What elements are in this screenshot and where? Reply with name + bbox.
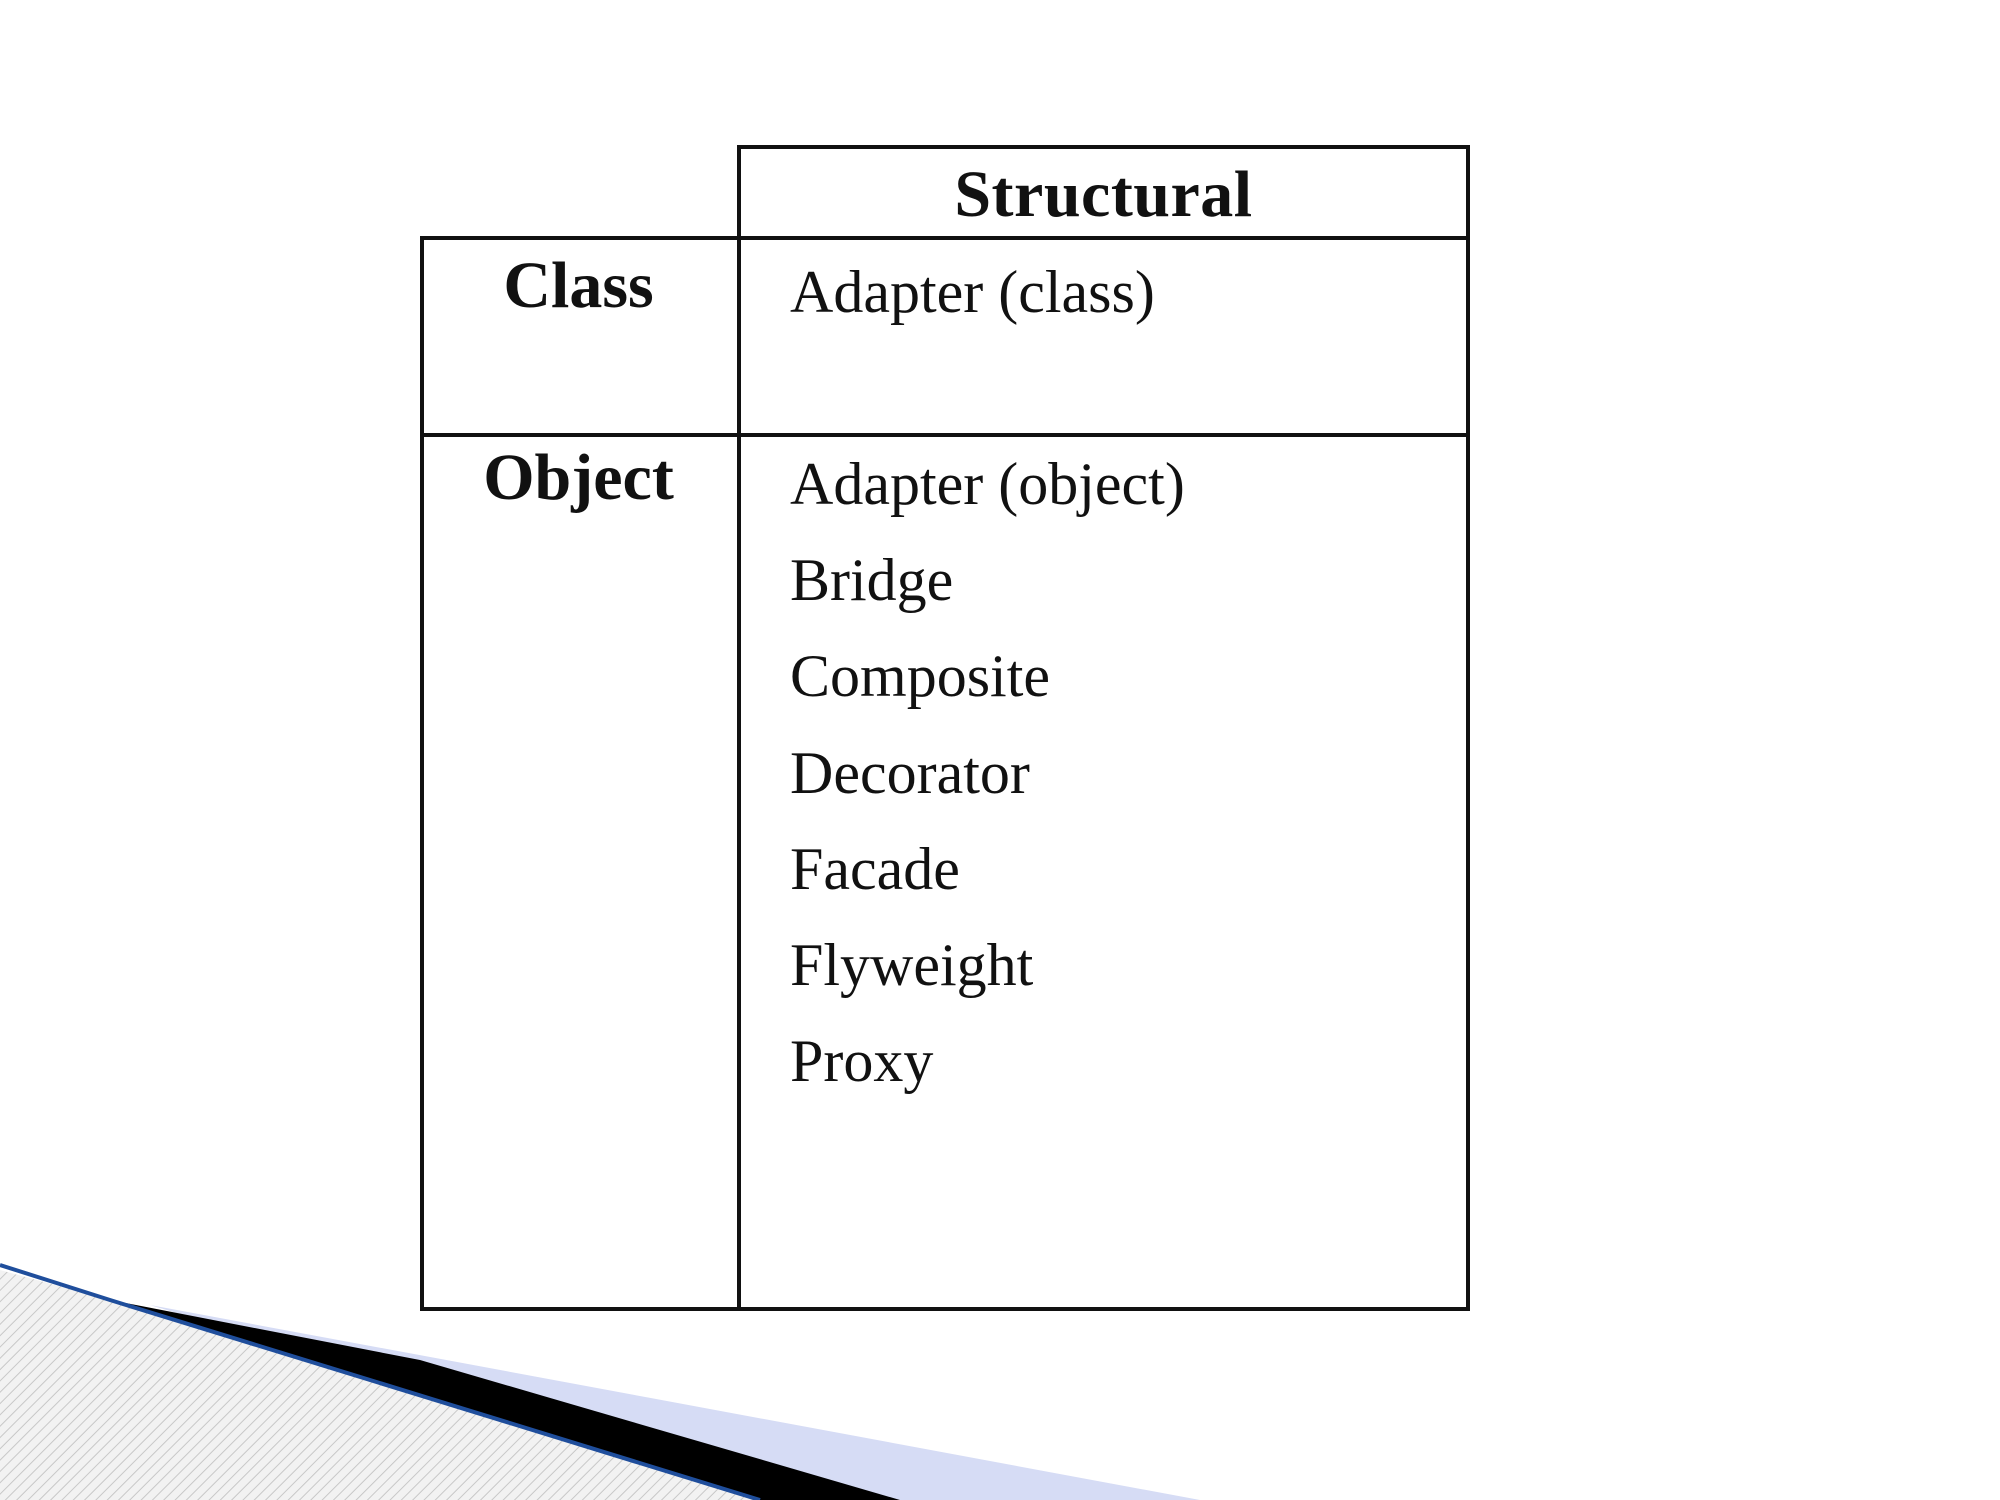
pattern-facade: Facade	[790, 836, 960, 902]
column-header-structural: Structural	[954, 157, 1253, 231]
pattern-adapter-class: Adapter (class)	[790, 259, 1155, 325]
black-wedge-shape	[110, 1300, 900, 1500]
light-blue-sweep-shape	[150, 1305, 1200, 1500]
pattern-flyweight: Flyweight	[790, 932, 1034, 998]
pattern-composite: Composite	[790, 643, 1051, 709]
row-label-object: Object	[483, 441, 674, 514]
pattern-proxy: Proxy	[790, 1028, 934, 1094]
pattern-decorator: Decorator	[790, 740, 1030, 806]
table-body	[420, 236, 1470, 1311]
row-divider	[420, 433, 1470, 437]
pattern-bridge: Bridge	[790, 547, 954, 613]
column-header-cell: Structural	[737, 145, 1470, 240]
row-label-class: Class	[503, 249, 654, 322]
column-divider	[737, 236, 741, 1311]
pattern-adapter-object: Adapter (object)	[790, 451, 1185, 517]
